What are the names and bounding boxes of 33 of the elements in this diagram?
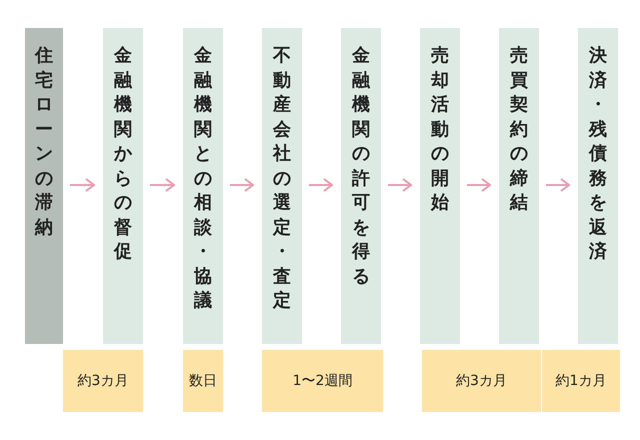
arrow [467,178,491,192]
duration-box [422,350,541,412]
duration-label: 約3カ月 [456,372,507,390]
duration-box [262,350,383,412]
duration-box [63,350,143,412]
step-column [103,28,143,344]
step-label: 金融機関の許可を得る [350,44,371,288]
step-label: 金融機関からの督促 [112,44,133,264]
duration-label: 数日 [189,372,217,390]
arrow [150,178,175,192]
arrow [388,178,412,192]
duration-label: 約1カ月 [556,372,606,390]
step-label: 売却活動の開始 [430,44,450,215]
step-label: 住宅ローンの滞納 [34,44,54,240]
step-column [499,28,539,344]
duration-box [542,350,620,412]
step-column [341,28,381,344]
duration-box [183,350,223,412]
step-label: 売買契約の締結 [508,44,529,215]
step-label: 不動産会社の選定・査定 [272,44,292,313]
arrow [546,178,570,192]
step-label: 決済・残債務を返済 [588,44,608,264]
arrow [70,178,95,192]
step-label: 金融機関との相談・協議 [192,44,213,313]
duration-label: 1〜2週間 [292,372,352,390]
step-column [262,28,302,344]
step-column [25,28,63,344]
arrow [230,178,254,192]
step-column [183,28,223,344]
step-column [420,28,460,344]
step-column [578,28,618,344]
arrow [309,178,333,192]
duration-label: 約3カ月 [78,372,128,390]
